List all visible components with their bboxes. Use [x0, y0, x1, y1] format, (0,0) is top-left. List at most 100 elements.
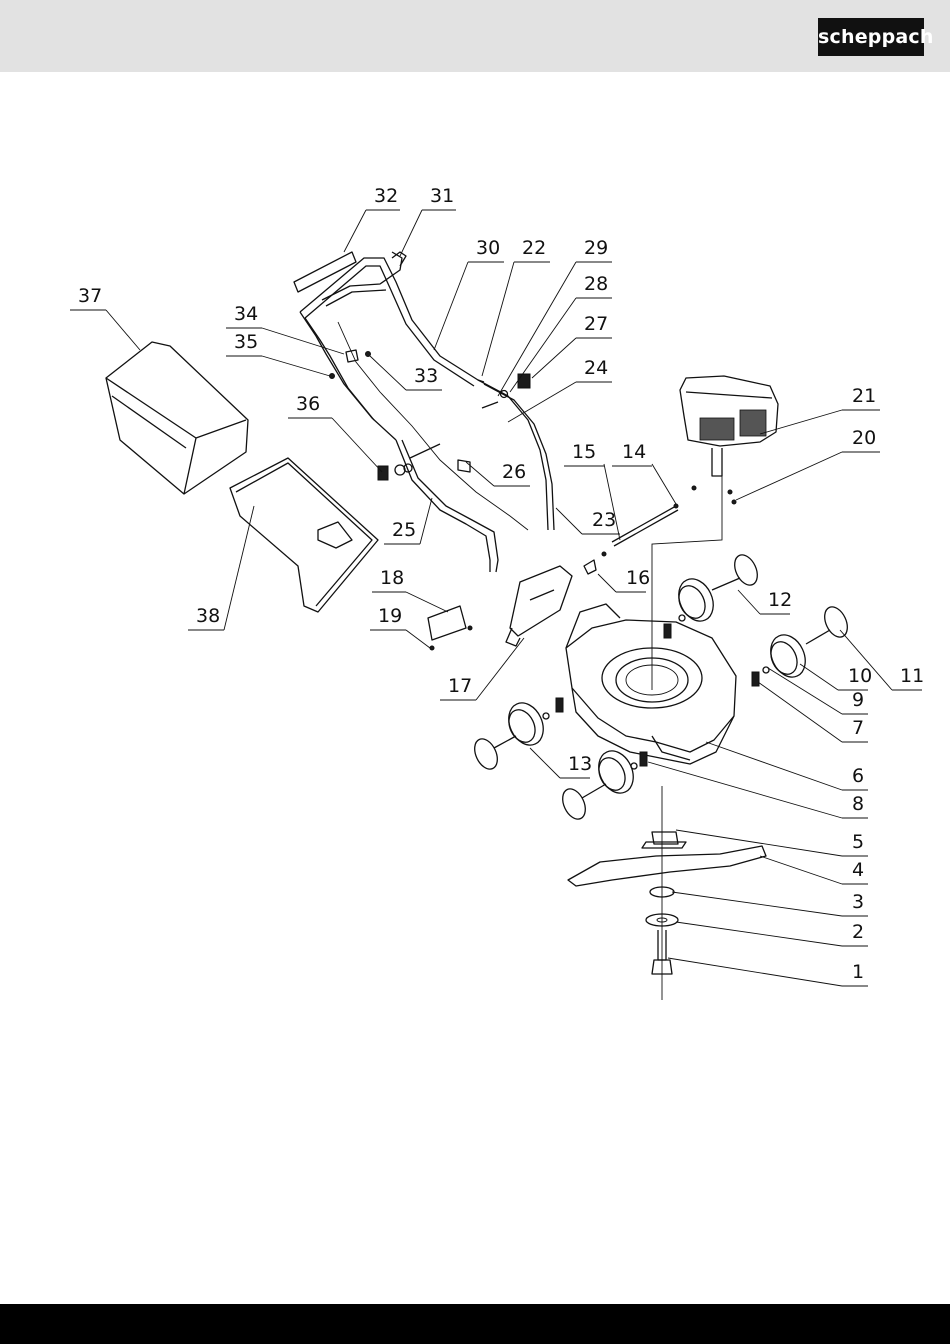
callout-20: 20	[736, 427, 880, 500]
callout-23: 23	[556, 508, 620, 534]
callout-leader	[482, 262, 514, 376]
callout-36: 36	[288, 393, 382, 472]
wheel-rear-left	[672, 551, 762, 626]
callout-leader	[648, 762, 842, 818]
callout-number: 29	[584, 237, 608, 259]
callout-3: 3	[672, 891, 868, 916]
callout-number: 21	[852, 385, 876, 407]
callout-12: 12	[738, 589, 792, 614]
callout-leader	[476, 638, 524, 700]
callout-number: 4	[852, 859, 864, 881]
callout-leader	[668, 958, 842, 986]
callout-leader	[400, 210, 422, 256]
callout-38: 38	[188, 506, 254, 630]
callout-leader	[510, 298, 576, 392]
callout-leader	[498, 262, 576, 396]
callout-number: 3	[852, 891, 864, 913]
callout-leader	[768, 668, 842, 714]
callout-leader	[224, 506, 254, 630]
callout-number: 35	[234, 331, 258, 353]
callout-number: 9	[852, 689, 864, 711]
callout-14: 14	[612, 441, 676, 504]
callout-5: 5	[676, 830, 868, 856]
callout-leader	[370, 356, 406, 390]
mower-deck	[556, 604, 759, 766]
wheels	[470, 551, 852, 822]
wheel-rear-right	[763, 603, 852, 682]
callout-number: 34	[234, 303, 258, 325]
callout-number: 36	[296, 393, 320, 415]
callout-number: 8	[852, 793, 864, 815]
callout-leader	[676, 922, 842, 946]
callout-number: 25	[392, 519, 416, 541]
callout-leader	[530, 748, 560, 778]
callout-number: 2	[852, 921, 864, 943]
callout-leader	[736, 452, 842, 500]
callout-leader	[106, 310, 140, 350]
callout-leader	[344, 210, 366, 252]
callout-number: 38	[196, 605, 220, 627]
callout-leader	[758, 682, 842, 742]
callout-leader	[598, 574, 616, 592]
callout-leader	[406, 592, 448, 612]
blade-stack	[568, 786, 766, 1000]
callout-number: 7	[852, 717, 864, 739]
callout-number: 24	[584, 357, 608, 379]
page-footer	[0, 1304, 950, 1344]
callout-number: 10	[848, 665, 872, 687]
callout-number: 33	[414, 365, 438, 387]
callout-number: 6	[852, 765, 864, 787]
callout-number: 13	[568, 753, 592, 775]
callout-19: 19	[370, 605, 430, 648]
callout-number: 14	[622, 441, 646, 463]
grass-bag	[106, 342, 248, 494]
callout-number: 16	[626, 567, 650, 589]
callout-leader	[262, 356, 330, 376]
callout-number: 28	[584, 273, 608, 295]
callout-30: 30	[434, 237, 504, 350]
callout-31: 31	[400, 185, 456, 256]
callout-leader	[420, 498, 432, 544]
callout-number: 12	[768, 589, 792, 611]
callout-number: 27	[584, 313, 608, 335]
callout-leader	[760, 410, 842, 434]
callout-leader	[332, 418, 382, 472]
callout-number: 20	[852, 427, 876, 449]
callout-17: 17	[440, 638, 524, 700]
callout-2: 2	[676, 921, 868, 946]
callout-leader	[706, 742, 842, 790]
wheel-front-left	[470, 697, 550, 772]
callout-leader	[532, 338, 576, 378]
callout-25: 25	[384, 498, 432, 544]
callout-number: 1	[852, 961, 864, 983]
callout-number: 37	[78, 285, 102, 307]
callout-number: 22	[522, 237, 546, 259]
callout-33: 33	[370, 356, 442, 390]
callout-number: 18	[380, 567, 404, 589]
callout-leader	[672, 892, 842, 916]
callout-leader	[556, 508, 582, 534]
callout-6: 6	[706, 742, 868, 790]
callout-leader	[262, 328, 344, 354]
callout-number: 17	[448, 675, 472, 697]
callout-leader	[738, 590, 760, 614]
callout-1: 1	[668, 958, 868, 986]
callout-number: 15	[572, 441, 596, 463]
callout-37: 37	[70, 285, 140, 350]
bag-frame	[230, 458, 378, 612]
callout-number: 19	[378, 605, 402, 627]
callout-4: 4	[760, 856, 868, 884]
callout-leader	[652, 464, 676, 504]
callout-35: 35	[226, 331, 330, 376]
callout-leader	[466, 462, 494, 486]
callout-16: 16	[598, 567, 650, 592]
callout-number: 26	[502, 461, 526, 483]
callout-number: 11	[900, 665, 924, 687]
callout-26: 26	[466, 461, 530, 486]
callout-leader	[800, 664, 838, 690]
callout-number: 31	[430, 185, 454, 207]
callout-leader	[760, 856, 842, 884]
callout-number: 23	[592, 509, 616, 531]
